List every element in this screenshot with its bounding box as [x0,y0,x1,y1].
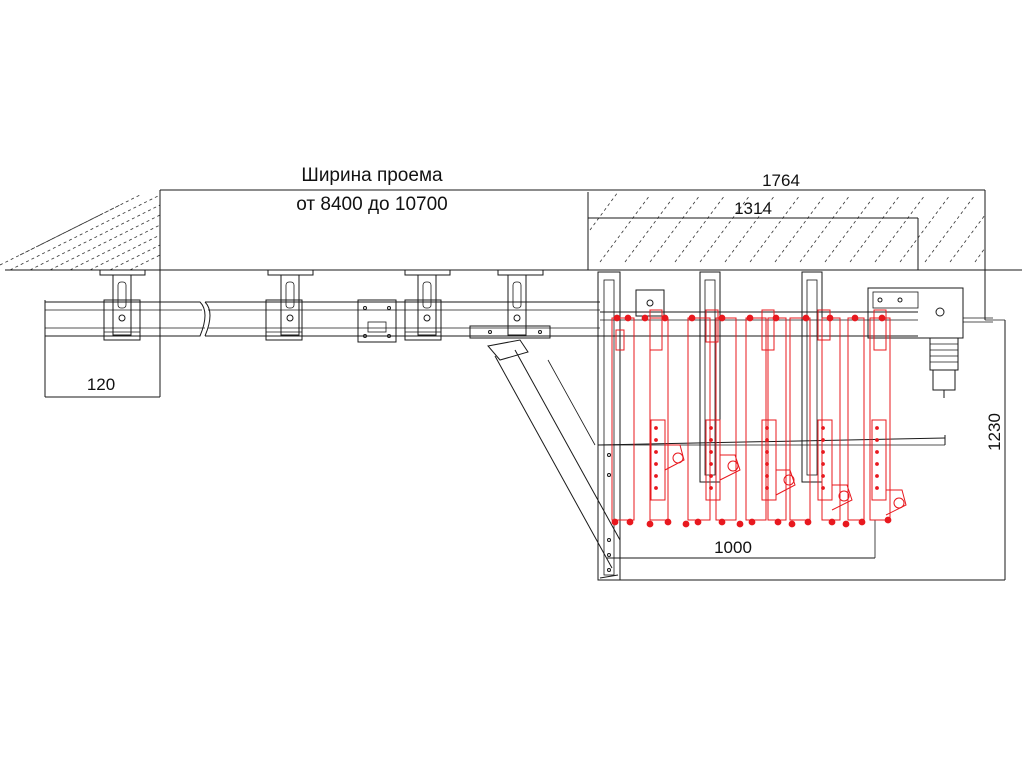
dimension-lines [44,189,1006,581]
dimension-1000: 1000 [714,538,752,557]
bracket-2 [265,269,314,341]
bracket-4 [469,269,551,339]
track-rail [44,301,918,337]
dimension-1230: 1230 [985,413,1004,451]
bracket-3 [404,269,451,341]
ceiling-brackets [99,269,551,343]
dimension-120: 120 [87,375,115,394]
opening-range-label: от 8400 до 10700 [296,194,447,215]
bent-arm [487,339,946,579]
door-leaves [611,309,907,528]
rail-coupling [357,299,397,343]
labels: Ширина проема от 8400 до 10700 1764 1314… [87,165,1004,557]
ceiling-hatching [0,190,1022,271]
dimension-1314: 1314 [734,199,772,218]
opening-width-label: Ширина проема [301,165,443,186]
motor-unit [635,287,993,398]
dimension-1764: 1764 [762,171,800,190]
bracket-1 [99,269,146,341]
